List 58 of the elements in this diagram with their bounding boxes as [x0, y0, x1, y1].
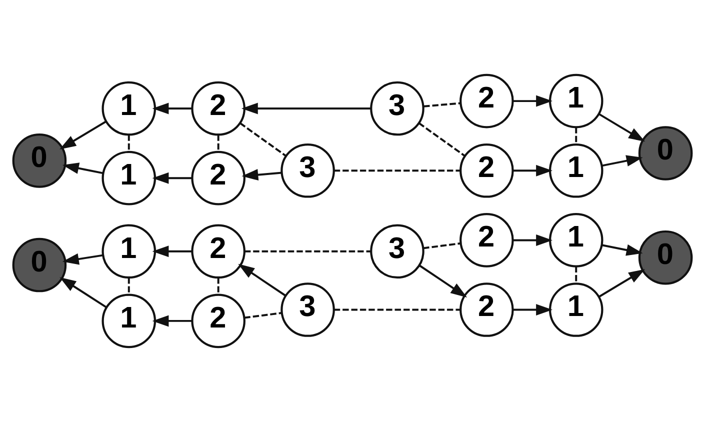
connector — [244, 312, 282, 319]
arrow — [242, 169, 282, 180]
connector — [217, 278, 220, 295]
arrow — [152, 102, 192, 114]
node-circle: 1 — [548, 74, 604, 128]
connector — [244, 250, 371, 252]
arrow — [598, 113, 646, 142]
connector — [128, 278, 130, 295]
connector — [128, 134, 130, 152]
arrow — [238, 264, 286, 297]
connector — [423, 242, 460, 250]
arrow — [62, 253, 103, 265]
arrow — [602, 155, 643, 167]
node-circle: 0 — [12, 238, 67, 292]
node-circle: 2 — [460, 213, 514, 268]
node-circle: 0 — [638, 230, 693, 285]
arrow — [152, 315, 192, 327]
node-circle: 2 — [191, 150, 246, 206]
node-circle: 2 — [191, 224, 246, 279]
node-circle: 3 — [280, 282, 335, 337]
arrow — [62, 162, 104, 174]
node-circle: 1 — [102, 81, 156, 136]
arrow — [152, 246, 192, 258]
node-circle: 3 — [370, 224, 424, 279]
connector — [418, 122, 466, 157]
arrow — [241, 102, 371, 114]
node-circle: 1 — [102, 224, 156, 279]
node-circle: 0 — [638, 126, 693, 180]
node-circle: 3 — [370, 81, 424, 136]
node-circle: 0 — [12, 134, 67, 188]
node-circle: 2 — [191, 81, 246, 136]
arrow — [60, 120, 106, 150]
node-circle: 1 — [548, 213, 604, 268]
connector — [240, 122, 287, 157]
node-circle: 2 — [460, 74, 514, 128]
node-circle: 1 — [102, 294, 156, 348]
connector — [217, 134, 220, 152]
connector — [575, 127, 578, 144]
connector — [334, 170, 460, 172]
node-circle: 3 — [280, 143, 335, 198]
connector — [575, 266, 578, 284]
connector — [424, 102, 461, 108]
arrow — [60, 277, 107, 308]
arrow — [513, 234, 552, 246]
arrow — [513, 164, 552, 176]
arrow — [598, 269, 646, 298]
arrow — [513, 304, 552, 316]
arrow — [602, 244, 643, 256]
node-circle: 2 — [460, 282, 514, 337]
node-circle: 2 — [191, 294, 246, 348]
connector — [334, 308, 460, 311]
arrow — [152, 172, 192, 184]
node-circle: 2 — [460, 143, 514, 198]
arrow — [513, 95, 552, 107]
arrow — [418, 264, 468, 298]
node-circle: 1 — [548, 143, 604, 198]
node-circle: 1 — [102, 150, 156, 206]
node-circle: 1 — [548, 282, 604, 337]
